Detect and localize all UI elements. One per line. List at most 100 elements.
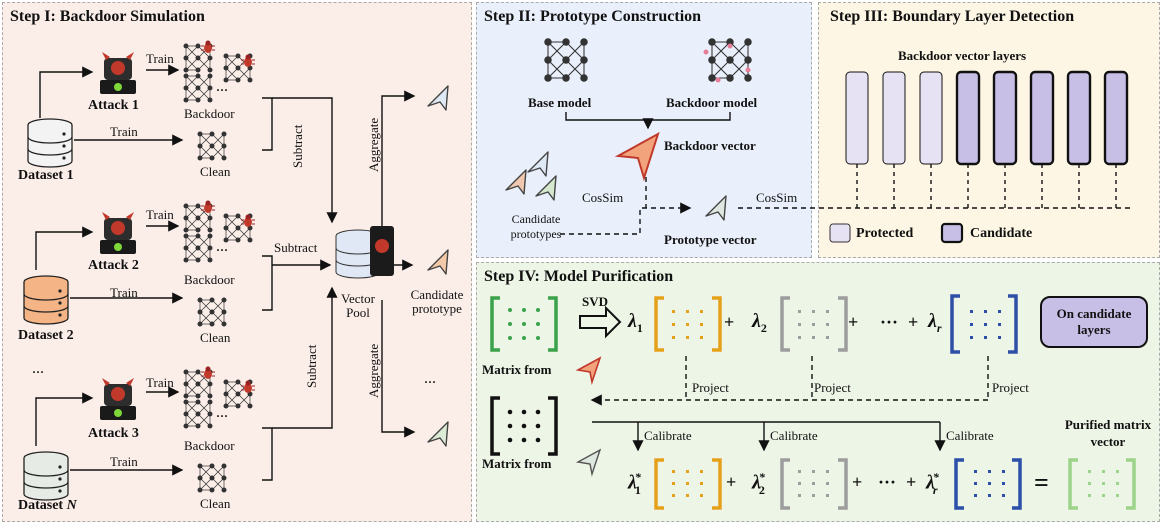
backdoor-label: Backdoor [184, 106, 235, 121]
lambda-2-star: λ*2 [752, 470, 765, 497]
train-label: Train [146, 375, 174, 390]
matrix-dot [700, 323, 703, 326]
step1-graphics [23, 40, 449, 501]
matrix-dot [686, 470, 689, 473]
aggregate-label: Aggregate [366, 117, 381, 172]
lambda-r: λr [928, 310, 942, 335]
vector-cursor-icon [427, 85, 449, 111]
aggregate-label: Aggregate [366, 343, 381, 398]
step2-panel [476, 2, 812, 258]
lambda-1: λ1 [628, 310, 643, 335]
matrix-dot [1102, 470, 1105, 473]
backdoor-ellipsis: ··· [216, 83, 229, 97]
candidate-prototype-icon [427, 249, 449, 275]
matrix-dot [988, 470, 991, 473]
project-label: Project [814, 380, 851, 395]
dataset-n-icon [23, 451, 69, 501]
matrix-dot [988, 494, 991, 497]
matrix-dot [686, 482, 689, 485]
dataset-n-label: Dataset N [18, 498, 77, 513]
step4-title: Step IV: Model Purification [484, 268, 674, 285]
step3-panel [818, 2, 1160, 258]
attack-3-label: Attack 3 [88, 426, 139, 441]
backdoor-model-label: Backdoor model [666, 95, 758, 110]
matrix-dot [812, 336, 815, 339]
vector-pool-icon [335, 226, 394, 279]
dataset-1-label: Dataset 1 [18, 168, 74, 183]
step3-graphics [845, 70, 1129, 166]
matrix-dot [798, 482, 801, 485]
sum-ellipsis: ··· [878, 472, 897, 492]
matrix-dot [686, 494, 689, 497]
matrix-dot [798, 323, 801, 326]
plus-sign: + [908, 312, 919, 332]
layer-bar-candidate [1066, 70, 1092, 166]
clean-label: Clean [200, 164, 231, 179]
matrix-dot [812, 470, 815, 473]
matrix-dot [826, 323, 829, 326]
pool-ellipsis: ... [424, 370, 436, 387]
equals-sign: = [1034, 468, 1049, 497]
lambda-2: λ2 [752, 310, 767, 335]
matrix-dot [970, 310, 973, 313]
matrix-dot [826, 482, 829, 485]
step4-graphics [490, 294, 1136, 510]
train-label: Train [110, 124, 138, 139]
prototype-vector-icon [705, 195, 727, 221]
project-label: Project [992, 380, 1029, 395]
layer-bar-protected [845, 71, 869, 165]
matrix-dot [812, 310, 815, 313]
matrix-dot [984, 336, 987, 339]
matrix-dot [700, 494, 703, 497]
cossim-label: CosSim [582, 190, 624, 205]
train-label: Train [146, 51, 174, 66]
matrix-from-label: Matrix from [482, 456, 552, 471]
matrix-dot [1088, 470, 1091, 473]
datasets-ellipsis: ... [32, 360, 44, 377]
matrix-dot [1002, 494, 1005, 497]
attack-2-icon [100, 212, 136, 254]
step1-title: Step I: Backdoor Simulation [10, 8, 205, 25]
matrix-dot [672, 470, 675, 473]
matrix-dot [798, 494, 801, 497]
matrix-dot [1088, 482, 1091, 485]
layer-bar-candidate [992, 70, 1018, 166]
subtract-label: Subtract [274, 240, 318, 255]
backdoor-label: Backdoor [184, 272, 235, 287]
vector-pool-label: Vector Pool [341, 291, 375, 320]
plus-sign: + [906, 472, 917, 492]
layer-bar-protected [882, 71, 906, 165]
attack-1-icon [100, 52, 136, 94]
clean-label: Clean [200, 330, 231, 345]
matrix-dot [700, 482, 703, 485]
matrix-dot [672, 336, 675, 339]
prototype-vector-label: Prototype vector [664, 232, 757, 247]
green-matrix-icon [490, 296, 558, 352]
subtract-label: Subtract [290, 124, 305, 168]
layer-bar-candidate [1103, 70, 1129, 166]
matrix-dot [974, 494, 977, 497]
matrix-dot [1088, 494, 1091, 497]
matrix-dot [826, 310, 829, 313]
layer-bar-candidate [1029, 70, 1055, 166]
calibrate-label: Calibrate [644, 428, 692, 443]
matrix-dot [686, 323, 689, 326]
attack-2-label: Attack 2 [88, 258, 139, 273]
candidate-prototype-label: Candidate prototype [410, 287, 464, 316]
clean-label: Clean [200, 496, 231, 511]
train-label: Train [146, 207, 174, 222]
matrix-dot [812, 482, 815, 485]
candidate-legend-label: Candidate [970, 226, 1033, 241]
matrix-dot [812, 494, 815, 497]
matrix-dot [998, 323, 1001, 326]
backdoor-ellipsis: ··· [216, 409, 229, 423]
backdoor-ellipsis: ··· [216, 243, 229, 257]
matrix-dot [672, 310, 675, 313]
matrix-dot [984, 323, 987, 326]
on-candidate-layers-box: On candidate layers [1040, 296, 1148, 348]
attack-1-label: Attack 1 [88, 98, 139, 113]
matrix-dot [1002, 470, 1005, 473]
matrix-dot [1002, 482, 1005, 485]
svd-label: SVD [582, 294, 609, 309]
